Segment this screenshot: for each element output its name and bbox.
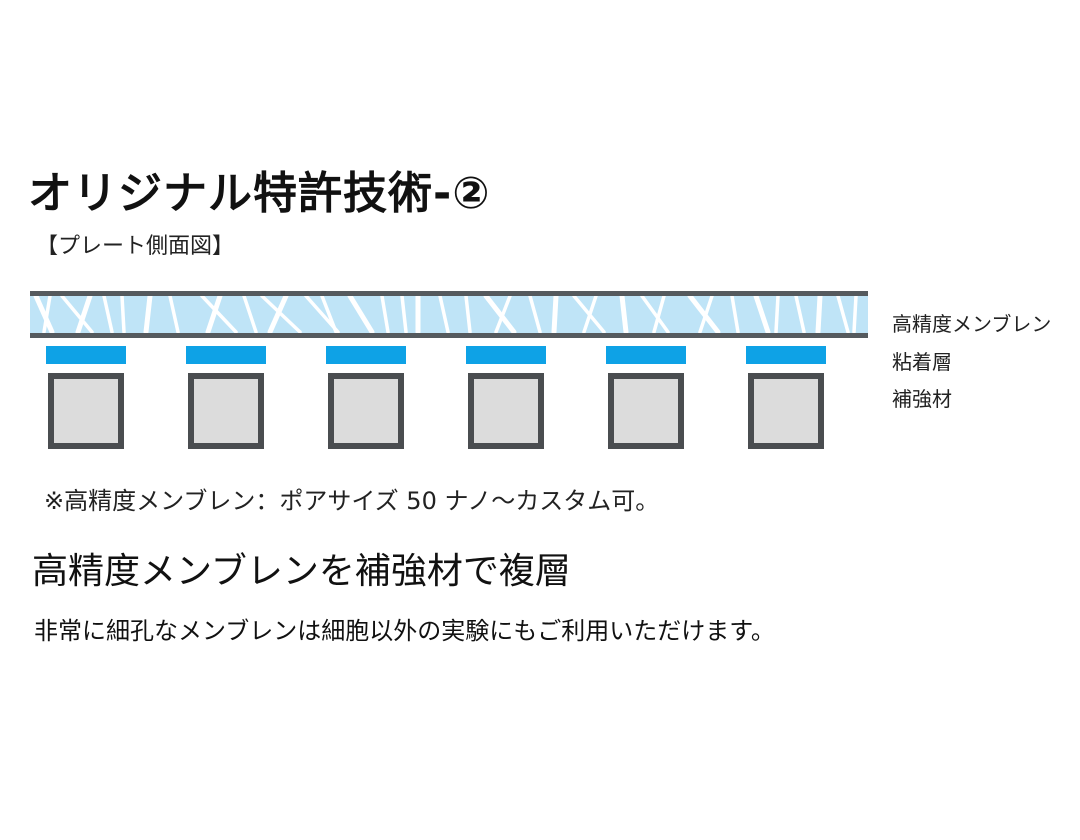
membrane-fiber	[320, 294, 338, 334]
membrane-layer	[30, 291, 868, 338]
adhesive-pad	[186, 346, 266, 364]
membrane-fiber	[815, 293, 823, 335]
membrane-fiber	[551, 293, 559, 335]
membrane-fiber	[267, 293, 289, 335]
membrane-bottom-edge	[30, 333, 868, 338]
adhesive-pad	[46, 346, 126, 364]
membrane-fiber	[698, 294, 714, 334]
membrane-fiber	[730, 294, 740, 334]
reinforcement-label: 補強材	[892, 387, 952, 411]
membrane-fiber	[102, 294, 114, 334]
adhesive-pad	[466, 346, 546, 364]
adhesive-label: 粘着層	[892, 350, 952, 374]
membrane-fiber	[774, 294, 780, 334]
membrane-fiber	[168, 294, 180, 334]
membrane-fiber	[380, 294, 390, 334]
plate-side-view-diagram	[30, 291, 868, 449]
reinforcement-block	[48, 373, 124, 449]
section-heading: 高精度メンブレンを補強材で複層	[32, 551, 571, 592]
adhesive-pad	[746, 346, 826, 364]
membrane-fiber	[483, 293, 517, 335]
reinforcement-block	[608, 373, 684, 449]
membrane-fiber	[120, 294, 126, 334]
reinforcement-block	[188, 373, 264, 449]
membrane-fiber	[753, 293, 771, 335]
membrane-fiber	[619, 293, 629, 335]
membrane-fiber	[200, 294, 238, 334]
membrane-fiber	[205, 293, 223, 335]
membrane-label: 高精度メンブレン	[892, 312, 1052, 336]
membrane-fiber	[794, 294, 806, 334]
reinforcement-block	[328, 373, 404, 449]
membrane-fiber	[347, 293, 375, 335]
adhesive-pad	[606, 346, 686, 364]
page-title: オリジナル特許技術-②	[28, 168, 491, 219]
description-text: 非常に細孔なメンブレンは細胞以外の実験にもご利用いただけます。	[34, 617, 775, 645]
reinforcement-block	[748, 373, 824, 449]
membrane-top-edge	[30, 291, 868, 296]
membrane-fiber	[652, 294, 666, 334]
membrane-fiber	[260, 294, 302, 334]
membrane-fiber	[143, 293, 153, 335]
reinforcement-block	[468, 373, 544, 449]
membrane-fiber	[494, 294, 512, 334]
membrane-fiber	[528, 294, 542, 334]
membrane-fiber	[42, 294, 52, 334]
membrane-fiber	[438, 294, 450, 334]
diagram-caption: 【プレート側面図】	[36, 234, 235, 259]
pore-size-note: ※高精度メンブレン：ポアサイズ 50 ナノ〜カスタム可。	[44, 487, 660, 515]
membrane-fiber	[687, 293, 721, 335]
membrane-fiber	[75, 293, 93, 335]
membrane-fiber	[60, 294, 94, 334]
membrane-fiber	[640, 294, 670, 334]
membrane-fiber	[464, 294, 472, 334]
membrane-fiber	[852, 294, 858, 334]
adhesive-pad	[326, 346, 406, 364]
adhesive-layer	[46, 346, 826, 364]
membrane-fiber	[836, 294, 850, 334]
membrane-fiber	[582, 294, 598, 334]
membrane-fibers	[33, 293, 858, 335]
membrane-fiber	[33, 293, 55, 335]
membrane-fiber	[400, 294, 408, 334]
membrane-fiber	[242, 294, 258, 334]
reinforcement-layer	[48, 373, 824, 449]
